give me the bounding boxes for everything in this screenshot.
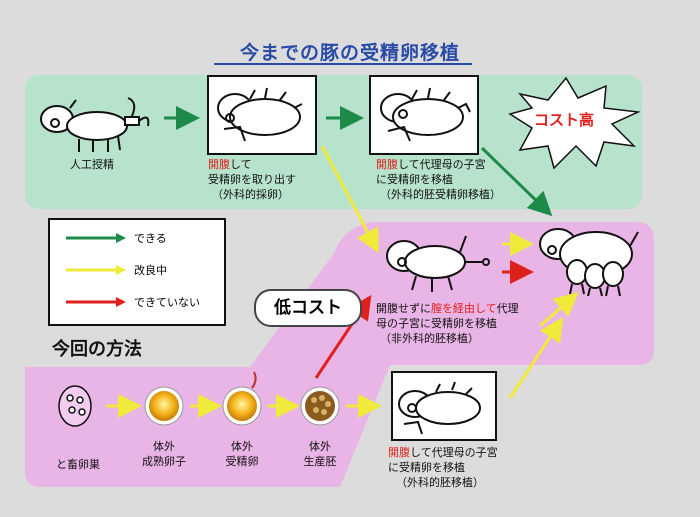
egg1-line2: 成熟卵子 <box>142 455 186 468</box>
legend-improving-label: 改良中 <box>134 264 167 277</box>
pig-surgery-illustration-3 <box>391 371 497 441</box>
embryo-illustration <box>300 386 340 426</box>
middle-line2: 母の子宮に受精卵を移植 <box>376 317 497 330</box>
pig-middle-illustration <box>386 235 490 292</box>
diagram-title: 今までの豚の受精卵移植 <box>239 42 460 64</box>
cost-high-label: コスト高 <box>534 111 595 129</box>
method-heading: 今回の方法 <box>52 339 142 360</box>
legend-green-arrow-icon <box>66 233 126 243</box>
ovary-label: と畜卵巣 <box>56 458 100 471</box>
transfer-line2: に受精卵を移植 <box>388 461 465 474</box>
step3-line2: に受精卵を移植 <box>376 173 453 186</box>
step3-red-text: 開腹 <box>376 158 398 171</box>
arrow-yellow-step2-to-middle <box>320 145 379 254</box>
legend-cannot-label: できていない <box>134 296 200 309</box>
legend-row-can: できる <box>66 230 167 246</box>
step3-rest-text: して代理母の子宮 <box>398 158 486 171</box>
step2-rest-text: して <box>230 158 252 171</box>
ovary-illustration <box>58 385 92 427</box>
legend-box <box>48 218 226 326</box>
step2-red-text: 開腹 <box>208 158 230 171</box>
low-cost-label: 低コスト <box>254 289 362 327</box>
step2-line1: 開腹して <box>208 158 252 172</box>
legend-row-cannot: できていない <box>66 294 200 310</box>
middle-line1: 開腹せずに膣を経由して代理 <box>376 302 519 316</box>
step3-line3: （外科的胚受精卵移植） <box>380 188 501 201</box>
legend-row-improving: 改良中 <box>66 262 167 278</box>
sow-with-piglets-illustration <box>539 228 639 297</box>
legend-red-arrow-icon <box>66 297 126 307</box>
middle-line1-a: 開腹せずに <box>376 302 431 315</box>
boar-illustration <box>40 97 150 152</box>
middle-line1-red: 膣を経由して <box>431 302 497 315</box>
step2-line3: （外科的採卵） <box>212 188 289 201</box>
egg2-line2: 受精卵 <box>225 455 259 468</box>
arrow-yellow-transfer-to-sow <box>508 316 564 399</box>
legend-can-label: できる <box>134 232 167 245</box>
egg-fertilized-illustration <box>222 371 262 426</box>
legend-yellow-arrow-icon <box>66 265 126 275</box>
transfer-line1: 開腹して代理母の子宮 <box>388 446 498 460</box>
cost-high-burst <box>508 76 641 170</box>
arrow-green-3 <box>480 146 553 217</box>
step2-line2: 受精卵を取り出す <box>208 173 296 186</box>
transfer-red-text: 開腹 <box>388 446 410 459</box>
title-underline <box>214 63 472 65</box>
middle-line3: （非外科的胚移植） <box>380 332 479 345</box>
egg3-line2: 生産胚 <box>303 455 337 468</box>
transfer-line3: （外科的胚移植） <box>396 476 484 489</box>
egg1-line1: 体外 <box>153 440 175 453</box>
step1-label: 人工授精 <box>70 158 114 171</box>
transfer-rest-text: して代理母の子宮 <box>410 446 498 459</box>
egg3-line1: 体外 <box>309 440 331 453</box>
pig-surgery-illustration-1 <box>207 75 317 155</box>
step3-line1: 開腹して代理母の子宮 <box>376 158 486 172</box>
egg2-line1: 体外 <box>231 440 253 453</box>
pig-surgery-illustration-2 <box>369 75 479 155</box>
middle-line1-b: 代理 <box>496 302 519 315</box>
egg-matured-illustration <box>144 386 184 426</box>
